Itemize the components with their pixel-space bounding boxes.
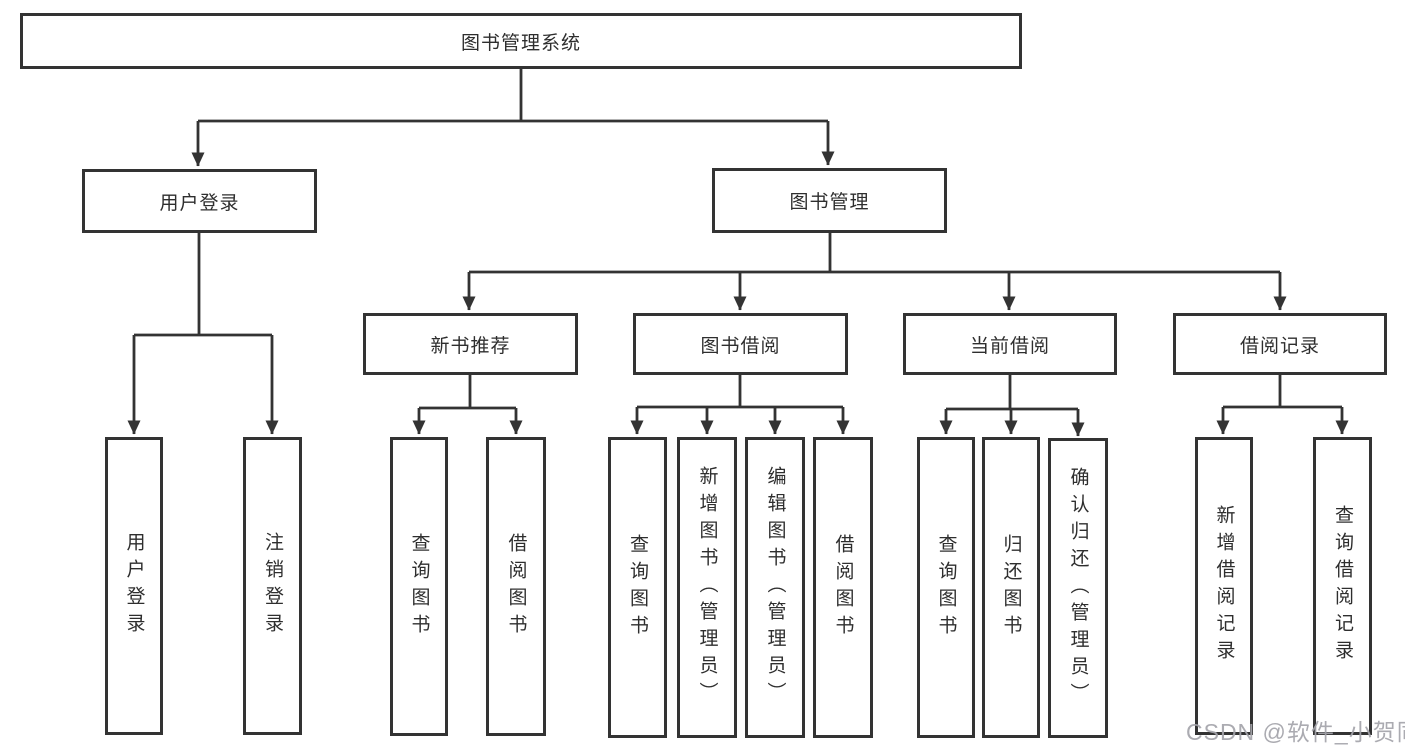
leaf-add-borrow-record: 新增借阅记录 bbox=[1195, 437, 1253, 735]
leaf-add-borrow-record-label: 新增借阅记录 bbox=[1213, 505, 1235, 667]
node-user-login-branch-label: 用户登录 bbox=[159, 192, 240, 214]
leaf-confirm-return-admin-label: 确认归还（管理员） bbox=[1067, 466, 1089, 710]
leaf-edit-books-admin-label: 编辑图书（管理员） bbox=[764, 466, 786, 709]
leaf-return-books-label: 归还图书 bbox=[1000, 533, 1022, 642]
node-book-borrowing: 图书借阅 bbox=[633, 313, 848, 375]
leaf-return-books: 归还图书 bbox=[982, 437, 1040, 738]
leaf-borrow-books-recommend: 借阅图书 bbox=[486, 437, 546, 736]
leaf-query-books-recommend-label: 查询图书 bbox=[408, 532, 430, 641]
node-borrowing-records: 借阅记录 bbox=[1173, 313, 1387, 375]
leaf-logout: 注销登录 bbox=[243, 437, 302, 735]
node-user-login-branch: 用户登录 bbox=[82, 169, 317, 233]
leaf-query-books-recommend: 查询图书 bbox=[390, 437, 448, 736]
leaf-add-books-admin-label: 新增图书（管理员） bbox=[696, 466, 718, 709]
leaf-logout-label: 注销登录 bbox=[262, 532, 283, 640]
node-book-borrowing-label: 图书借阅 bbox=[700, 335, 781, 357]
connector-arrow-stems bbox=[127, 121, 1349, 437]
node-borrowing-records-label: 借阅记录 bbox=[1239, 335, 1320, 357]
leaf-borrow-books-recommend-label: 借阅图书 bbox=[505, 532, 527, 641]
leaf-query-books-current-label: 查询图书 bbox=[935, 533, 957, 642]
node-library-management-system: 图书管理系统 bbox=[20, 13, 1022, 69]
leaf-user-login-label: 用户登录 bbox=[123, 532, 145, 640]
leaf-borrow-books: 借阅图书 bbox=[813, 437, 873, 738]
leaf-add-books-admin: 新增图书（管理员） bbox=[677, 437, 737, 738]
node-book-management-branch: 图书管理 bbox=[712, 168, 947, 233]
leaf-query-books-current: 查询图书 bbox=[917, 437, 975, 738]
node-current-borrowing-label: 当前借阅 bbox=[969, 335, 1050, 357]
connector-trunks-and-rails bbox=[134, 68, 1342, 411]
node-new-book-recommendation-label: 新书推荐 bbox=[430, 335, 511, 357]
node-book-management-branch-label: 图书管理 bbox=[789, 192, 870, 213]
leaf-query-books-borrowing-label: 查询图书 bbox=[627, 533, 648, 642]
node-new-book-recommendation: 新书推荐 bbox=[363, 313, 578, 375]
leaf-query-borrow-record-label: 查询借阅记录 bbox=[1332, 505, 1353, 667]
leaf-query-borrow-record: 查询借阅记录 bbox=[1313, 437, 1372, 735]
leaf-borrow-books-label: 借阅图书 bbox=[832, 533, 854, 642]
leaf-query-books-borrowing: 查询图书 bbox=[608, 437, 667, 738]
node-library-management-system-label: 图书管理系统 bbox=[460, 32, 581, 54]
leaf-confirm-return-admin: 确认归还（管理员） bbox=[1048, 438, 1108, 738]
node-current-borrowing: 当前借阅 bbox=[903, 313, 1117, 375]
csdn-watermark: CSDN @软件_小贺同学 bbox=[1186, 719, 1405, 745]
leaf-edit-books-admin: 编辑图书（管理员） bbox=[745, 437, 805, 738]
leaf-user-login: 用户登录 bbox=[105, 437, 163, 735]
